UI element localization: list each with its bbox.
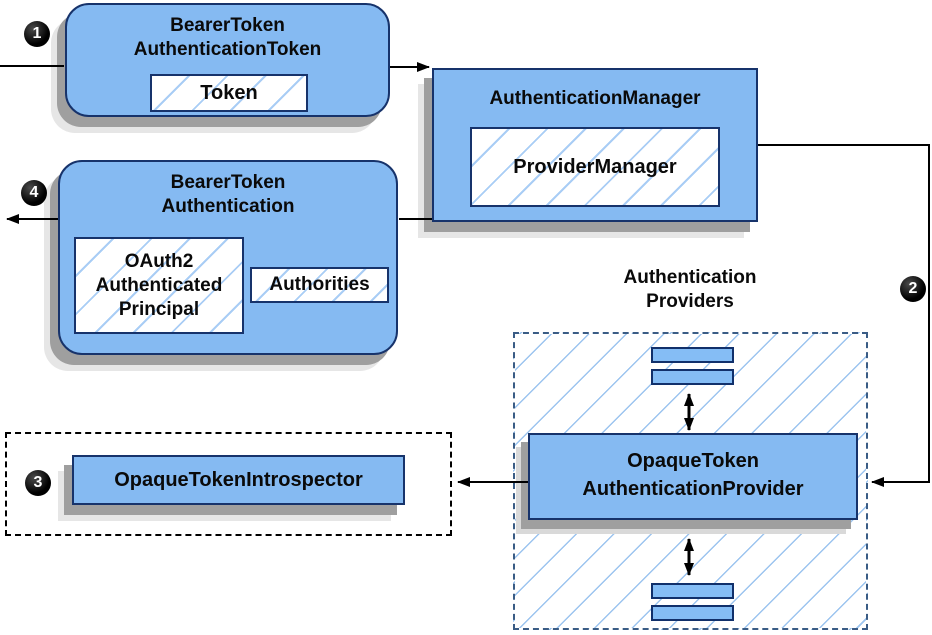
principal-chip-line: OAuth2: [124, 250, 194, 272]
authorities-chip: Authorities: [250, 267, 389, 303]
node-title-line: AuthenticationManager: [489, 88, 701, 109]
node-title-line: OpaqueTokenIntrospector: [114, 468, 363, 491]
opaque-token-authentication-provider-node: OpaqueToken AuthenticationProvider: [528, 433, 858, 520]
principal-chip-line: Authenticated: [95, 274, 223, 296]
providers-label-line: Providers: [646, 291, 734, 312]
principal-chip-line: Principal: [118, 298, 200, 320]
token-chip-label: Token: [200, 81, 258, 104]
node-title-line: AuthenticationToken: [133, 39, 322, 60]
provider-list-item-bar: [651, 583, 734, 599]
providers-label-line: Authentication: [623, 267, 757, 288]
node-title-line: Authentication: [161, 196, 295, 217]
step-4-badge: 4: [21, 180, 47, 206]
authorities-chip-label: Authorities: [269, 274, 370, 295]
provider-manager-chip-label: ProviderManager: [513, 155, 677, 178]
node-title-line: AuthenticationProvider: [582, 478, 804, 500]
step-1-badge: 1: [24, 21, 50, 47]
step-3-badge: 3: [25, 470, 51, 496]
node-title-line: BearerToken: [170, 15, 285, 36]
provider-list-item-bar: [651, 369, 734, 385]
authentication-providers-label: Authentication Providers: [555, 266, 825, 314]
bearer-token-authentication-token-node: BearerToken AuthenticationToken Token: [65, 3, 390, 117]
provider-list-item-bar: [651, 605, 734, 621]
provider-list-item-bar: [651, 347, 734, 363]
bearer-token-authentication-node: BearerToken Authentication OAuth2 Authen…: [58, 160, 398, 355]
opaque-token-introspector-node: OpaqueTokenIntrospector: [72, 455, 405, 505]
authentication-manager-node: AuthenticationManager ProviderManager: [432, 68, 758, 222]
step-2-badge: 2: [900, 276, 926, 302]
node-title-line: BearerToken: [170, 172, 286, 193]
token-chip: Token: [150, 74, 308, 112]
node-title-line: OpaqueToken: [627, 450, 759, 472]
provider-manager-chip: ProviderManager: [470, 127, 720, 207]
oauth2-authenticated-principal-chip: OAuth2 Authenticated Principal: [74, 237, 244, 334]
